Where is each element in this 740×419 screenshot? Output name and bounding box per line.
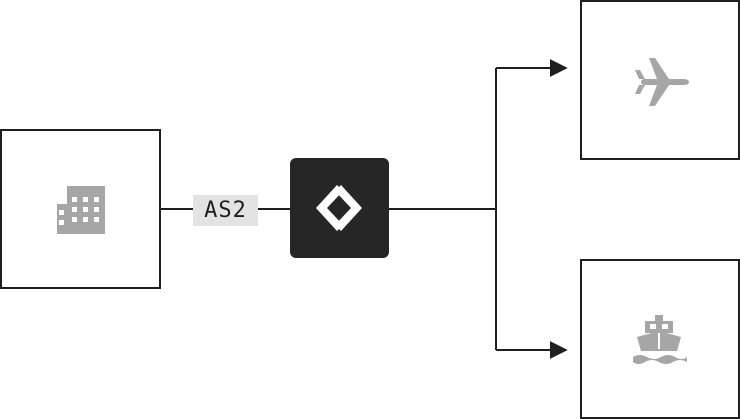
hub-node xyxy=(290,158,389,258)
airplane-icon xyxy=(635,58,689,106)
source-node xyxy=(0,129,161,289)
protocol-label: AS2 xyxy=(193,195,258,226)
diamond-logo-icon xyxy=(316,185,362,231)
cargo-ship-icon xyxy=(633,315,687,364)
office-building-icon xyxy=(57,186,105,234)
sea-freight-node xyxy=(580,259,740,419)
air-freight-node xyxy=(580,0,740,160)
